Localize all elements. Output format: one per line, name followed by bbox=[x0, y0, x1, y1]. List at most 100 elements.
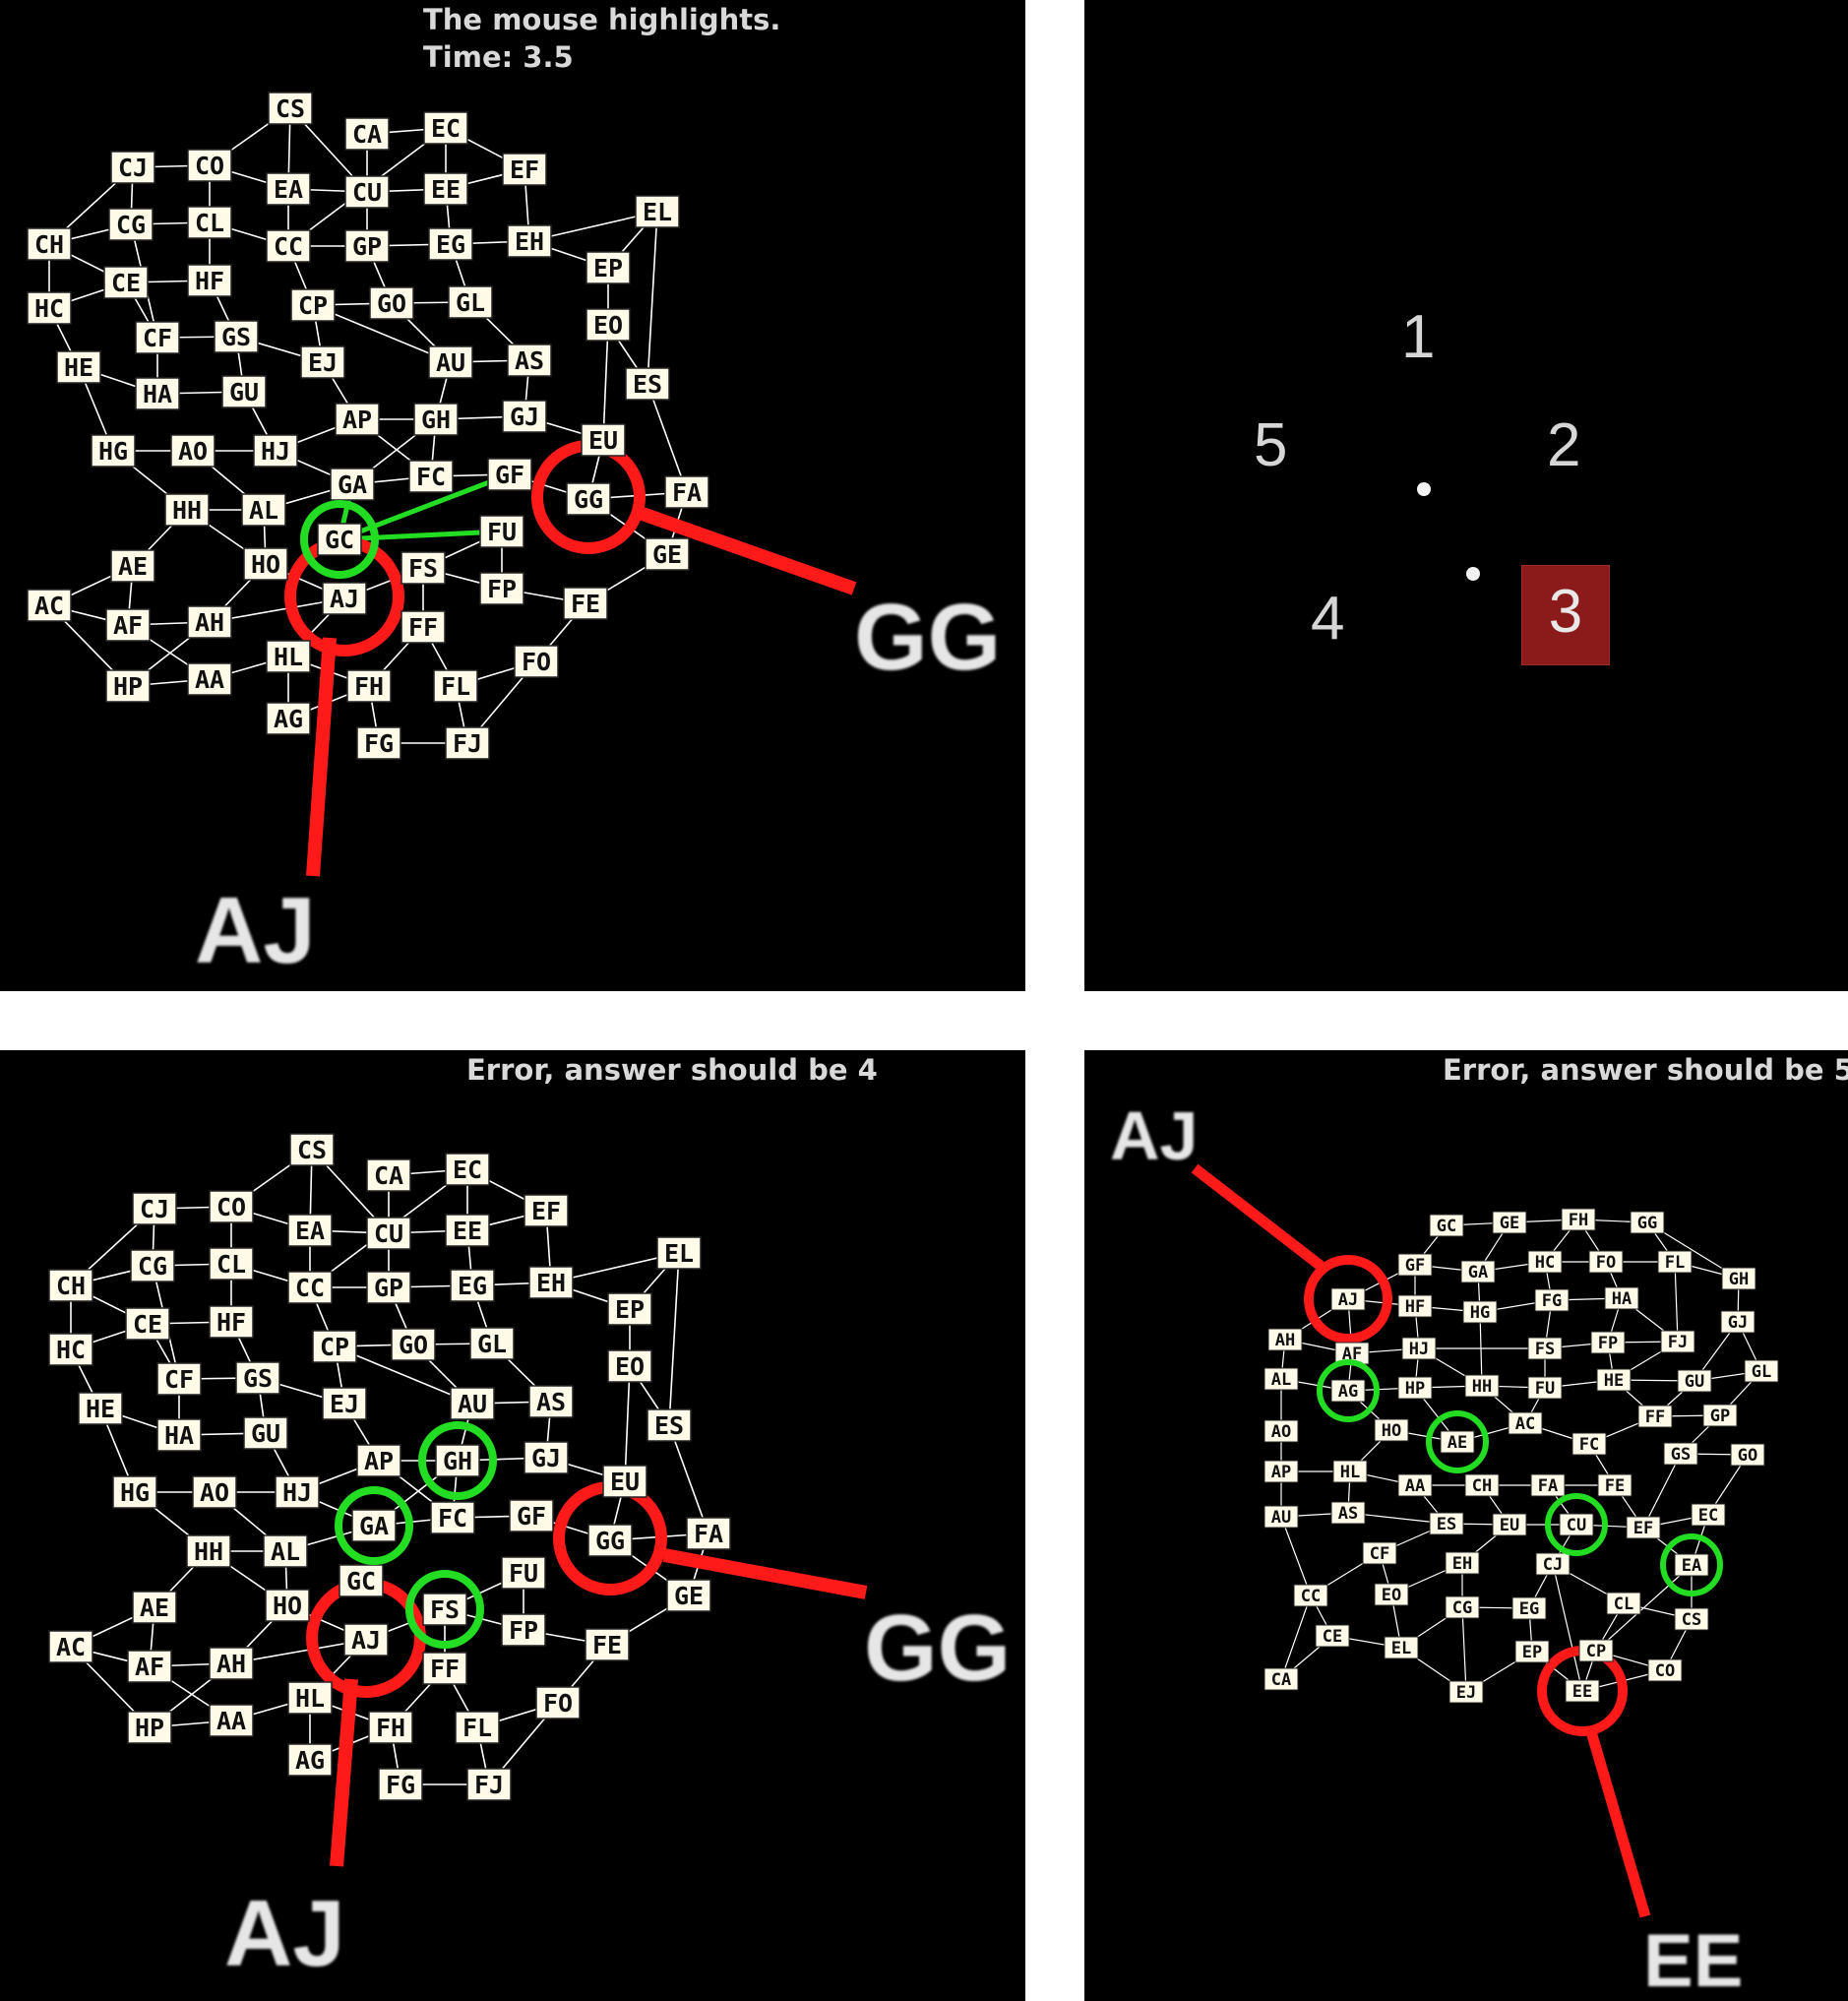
node-gl[interactable]: GL bbox=[1744, 1359, 1779, 1383]
node-gu[interactable]: GU bbox=[1677, 1369, 1712, 1393]
node-ce[interactable]: CE bbox=[125, 1307, 170, 1341]
node-fh[interactable]: FH bbox=[1561, 1208, 1596, 1231]
node-eh[interactable]: EH bbox=[507, 224, 552, 258]
node-ac[interactable]: AC bbox=[27, 589, 72, 622]
option-4[interactable]: 4 bbox=[1311, 585, 1345, 653]
node-ee[interactable]: EE bbox=[445, 1214, 490, 1247]
node-fg[interactable]: FG bbox=[1534, 1288, 1570, 1312]
node-cf[interactable]: CF bbox=[135, 321, 180, 354]
node-gc[interactable]: GC bbox=[317, 523, 362, 556]
node-fg[interactable]: FG bbox=[378, 1768, 423, 1801]
node-ap[interactable]: AP bbox=[356, 1444, 401, 1477]
node-ho[interactable]: HO bbox=[243, 547, 288, 581]
node-gg[interactable]: GG bbox=[566, 482, 611, 516]
node-hj[interactable]: HJ bbox=[275, 1475, 320, 1509]
node-cc[interactable]: CC bbox=[266, 229, 311, 263]
node-cp[interactable]: CP bbox=[1578, 1639, 1614, 1662]
node-cj[interactable]: CJ bbox=[110, 151, 155, 184]
node-cf[interactable]: CF bbox=[1362, 1541, 1397, 1565]
node-eh[interactable]: EH bbox=[1445, 1551, 1480, 1575]
node-ah[interactable]: AH bbox=[1267, 1328, 1303, 1351]
node-ga[interactable]: GA bbox=[1460, 1260, 1496, 1283]
node-eg[interactable]: EG bbox=[428, 227, 473, 261]
node-ac[interactable]: AC bbox=[1508, 1411, 1543, 1435]
node-fe[interactable]: FE bbox=[563, 587, 608, 620]
node-fc[interactable]: FC bbox=[1571, 1432, 1607, 1456]
node-ae[interactable]: AE bbox=[110, 549, 155, 583]
node-hf[interactable]: HF bbox=[1397, 1294, 1433, 1318]
node-fe[interactable]: FE bbox=[1597, 1473, 1632, 1497]
node-au[interactable]: AU bbox=[1263, 1505, 1299, 1529]
node-hp[interactable]: HP bbox=[105, 669, 151, 703]
node-fa[interactable]: FA bbox=[1530, 1473, 1566, 1497]
node-fu[interactable]: FU bbox=[1527, 1376, 1563, 1400]
node-hg[interactable]: HG bbox=[112, 1475, 157, 1509]
node-gs[interactable]: GS bbox=[1663, 1442, 1698, 1466]
node-cc[interactable]: CC bbox=[1293, 1584, 1328, 1607]
node-el[interactable]: EL bbox=[1384, 1636, 1419, 1659]
node-gc[interactable]: GC bbox=[339, 1564, 384, 1597]
node-gj[interactable]: GJ bbox=[1720, 1310, 1756, 1334]
node-cg[interactable]: CG bbox=[130, 1249, 175, 1282]
node-hh[interactable]: HH bbox=[1464, 1374, 1500, 1398]
node-ea[interactable]: EA bbox=[266, 172, 311, 206]
node-eu[interactable]: EU bbox=[1492, 1513, 1527, 1536]
node-fo[interactable]: FO bbox=[535, 1686, 581, 1720]
node-fl[interactable]: FL bbox=[433, 669, 478, 703]
node-fj[interactable]: FJ bbox=[445, 726, 490, 760]
node-go[interactable]: GO bbox=[369, 286, 414, 320]
option-2[interactable]: 2 bbox=[1547, 411, 1581, 479]
node-fh[interactable]: FH bbox=[368, 1711, 413, 1744]
node-cl[interactable]: CL bbox=[209, 1247, 254, 1281]
node-fo[interactable]: FO bbox=[1588, 1250, 1624, 1274]
node-gg[interactable]: GG bbox=[587, 1524, 633, 1557]
node-ae[interactable]: AE bbox=[132, 1591, 177, 1624]
node-fc[interactable]: FC bbox=[408, 460, 454, 493]
node-ga[interactable]: GA bbox=[351, 1509, 397, 1542]
node-ca[interactable]: CA bbox=[1263, 1667, 1299, 1691]
node-fc[interactable]: FC bbox=[430, 1501, 475, 1534]
node-ap[interactable]: AP bbox=[335, 403, 380, 436]
node-ej[interactable]: EJ bbox=[1448, 1680, 1484, 1704]
node-gs[interactable]: GS bbox=[235, 1361, 280, 1395]
node-eg[interactable]: EG bbox=[450, 1269, 495, 1302]
node-cu[interactable]: CU bbox=[344, 175, 390, 209]
node-ha[interactable]: HA bbox=[156, 1418, 202, 1452]
node-hc[interactable]: HC bbox=[1527, 1250, 1563, 1274]
node-ec[interactable]: EC bbox=[1691, 1503, 1726, 1527]
node-ee[interactable]: EE bbox=[1565, 1679, 1600, 1703]
node-fj[interactable]: FJ bbox=[466, 1768, 512, 1801]
node-he[interactable]: HE bbox=[78, 1392, 123, 1425]
node-ag[interactable]: AG bbox=[287, 1743, 333, 1777]
node-he[interactable]: HE bbox=[56, 350, 101, 384]
node-ff[interactable]: FF bbox=[1637, 1405, 1673, 1428]
node-cs[interactable]: CS bbox=[289, 1133, 335, 1166]
node-ep[interactable]: EP bbox=[1514, 1640, 1550, 1663]
node-ce[interactable]: CE bbox=[1315, 1624, 1350, 1648]
node-fu[interactable]: FU bbox=[501, 1556, 546, 1590]
node-hc[interactable]: HC bbox=[27, 291, 72, 325]
node-aj[interactable]: AJ bbox=[322, 582, 367, 615]
node-ca[interactable]: CA bbox=[344, 117, 390, 151]
node-co[interactable]: CO bbox=[187, 149, 232, 182]
node-fo[interactable]: FO bbox=[514, 645, 559, 678]
node-es[interactable]: ES bbox=[1429, 1512, 1464, 1535]
node-au[interactable]: AU bbox=[428, 345, 473, 379]
node-ec[interactable]: EC bbox=[445, 1153, 490, 1186]
node-gh[interactable]: GH bbox=[413, 403, 459, 436]
node-ag[interactable]: AG bbox=[1330, 1379, 1366, 1403]
node-hj[interactable]: HJ bbox=[253, 434, 298, 468]
node-cj[interactable]: CJ bbox=[1535, 1552, 1571, 1576]
node-af[interactable]: AF bbox=[105, 608, 151, 642]
node-ag[interactable]: AG bbox=[266, 702, 311, 735]
option-5[interactable]: 5 bbox=[1254, 411, 1288, 479]
node-gf[interactable]: GF bbox=[509, 1499, 554, 1532]
node-ao[interactable]: AO bbox=[1263, 1419, 1299, 1443]
node-eo[interactable]: EO bbox=[585, 308, 631, 342]
node-hp[interactable]: HP bbox=[1397, 1376, 1433, 1400]
node-ec[interactable]: EC bbox=[423, 111, 468, 145]
node-cg[interactable]: CG bbox=[1445, 1595, 1480, 1619]
node-gh[interactable]: GH bbox=[1721, 1267, 1756, 1290]
node-ee[interactable]: EE bbox=[423, 172, 468, 206]
node-al[interactable]: AL bbox=[263, 1534, 308, 1568]
